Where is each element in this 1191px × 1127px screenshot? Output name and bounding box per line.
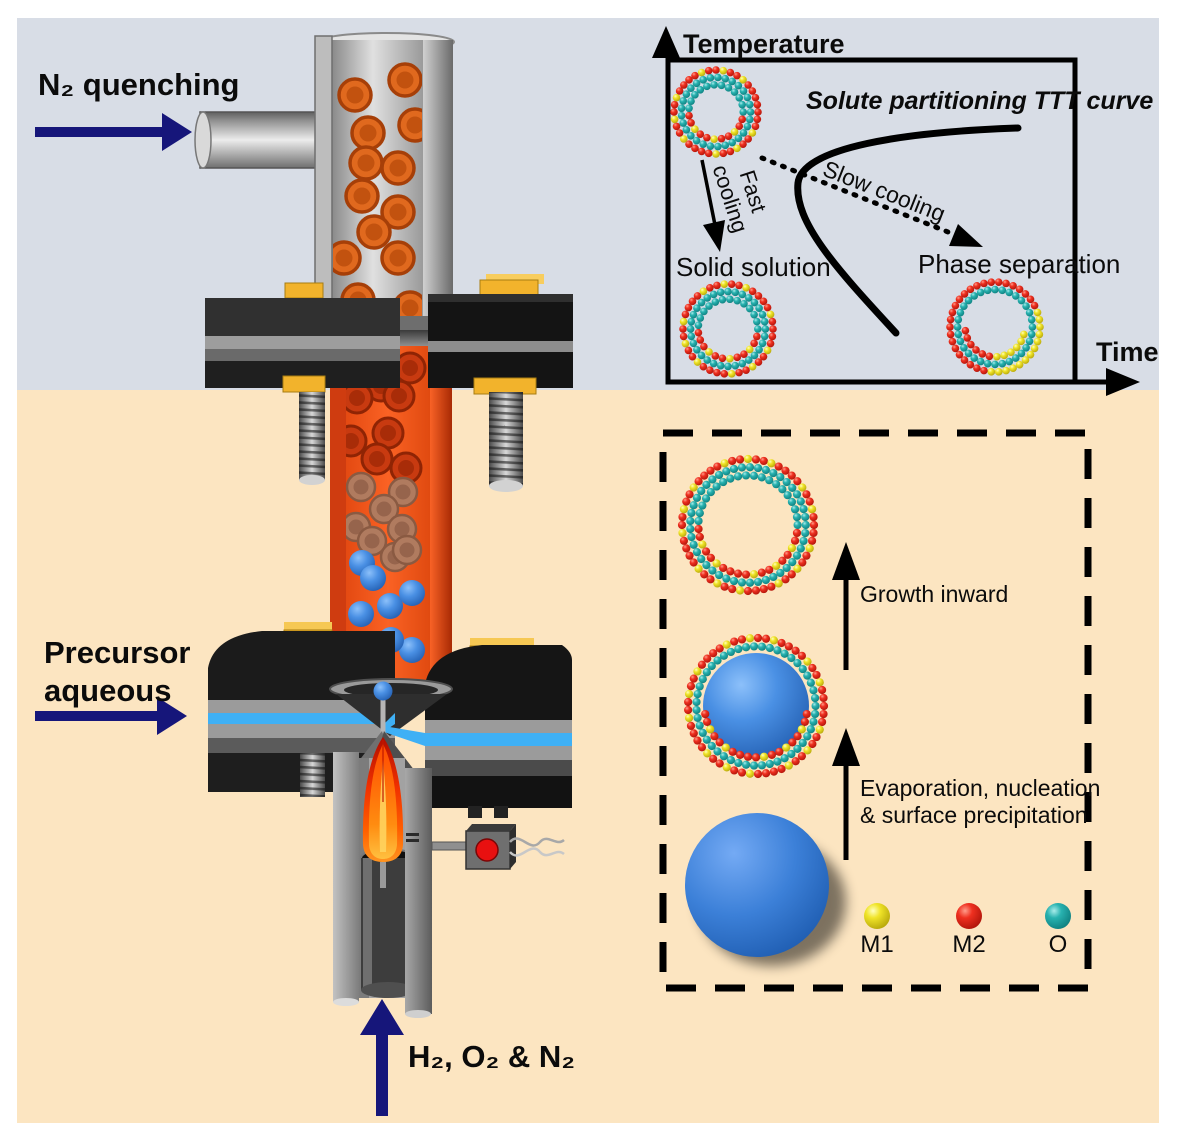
precursor-droplet [373, 681, 393, 701]
bolt-head [284, 282, 324, 299]
reacting-particles [346, 346, 427, 681]
upper-flange [205, 274, 573, 492]
temperature-axis-arrowhead [652, 26, 680, 58]
phase-separation-label: Phase separation [918, 249, 1121, 279]
igniter-light [475, 838, 499, 862]
n2-arrow [35, 113, 192, 151]
evaporation-label-line1: Evaporation, nucleation [860, 775, 1101, 801]
ttt-curve [794, 124, 1022, 337]
legend-o-label: O [1048, 931, 1068, 958]
hollow-shell-particle [677, 454, 819, 596]
input-arrows [35, 113, 404, 1116]
evaporation-arrow [832, 728, 860, 860]
growth-inward-label: Growth inward [860, 581, 1009, 607]
ttt-plot-frame [665, 57, 1078, 385]
slow-cooling-arrow [759, 155, 983, 247]
spray-needle [380, 700, 386, 733]
n2-quenching-label: N₂ quenching [38, 67, 240, 102]
time-axis-arrowhead [1106, 368, 1140, 396]
legend-m2-sphere [956, 903, 982, 929]
particle-formation-box [659, 429, 1092, 992]
time-axis-label: Time [1096, 337, 1159, 367]
dashed-frame [659, 429, 1092, 992]
legend-m2-label: M2 [952, 931, 986, 958]
ttt-solid-solution-particle [679, 280, 777, 378]
ttt-curve-label: Solute partitioning TTT curve [806, 87, 1154, 115]
bolt-head [486, 274, 544, 284]
bolt-nut [282, 375, 326, 393]
particle-shells [670, 66, 1044, 779]
fast-cooling-arrow [700, 159, 725, 252]
igniter-wire [509, 837, 565, 847]
igniter-wire [509, 847, 565, 857]
quenched-particles [333, 62, 422, 326]
burner-assembly [300, 737, 565, 1018]
threaded-rod [299, 392, 325, 485]
shelled-droplet [703, 653, 809, 759]
bolt-nut [473, 377, 537, 395]
droplet-shell [684, 633, 829, 779]
legend-m1-sphere [864, 903, 890, 929]
growth-arrow [832, 542, 860, 670]
ttt-diagram [652, 26, 1140, 396]
legend-m1-label: M1 [860, 931, 894, 958]
precursor-arrow [35, 697, 187, 735]
evaporation-label-line2: & surface precipitation [860, 802, 1088, 828]
igniter [431, 824, 565, 870]
threaded-stub [300, 753, 325, 797]
precursor-label-line1: Precursor [44, 635, 191, 670]
ttt-phase-separation-particle [946, 278, 1044, 376]
precursor-channel [208, 713, 395, 724]
nozzle-flange [208, 622, 572, 818]
gas-arrow [360, 999, 404, 1116]
precursor-channel [425, 733, 572, 746]
solid-solution-label: Solid solution [676, 252, 831, 282]
threaded-rod [489, 392, 523, 492]
reactor-apparatus [35, 32, 573, 1116]
ttt-initial-particle [670, 66, 762, 158]
liquid-phase-background [17, 390, 1159, 1123]
flame [362, 737, 404, 862]
gas-inlet-label: H₂, O₂ & N₂ [408, 1039, 576, 1074]
precursor-label-line2: aqueous [44, 673, 172, 708]
n2-inlet-tube [194, 111, 335, 169]
temperature-axis-label: Temperature [683, 29, 845, 59]
precursor-droplet-large [685, 813, 829, 957]
legend-o-sphere [1045, 903, 1071, 929]
